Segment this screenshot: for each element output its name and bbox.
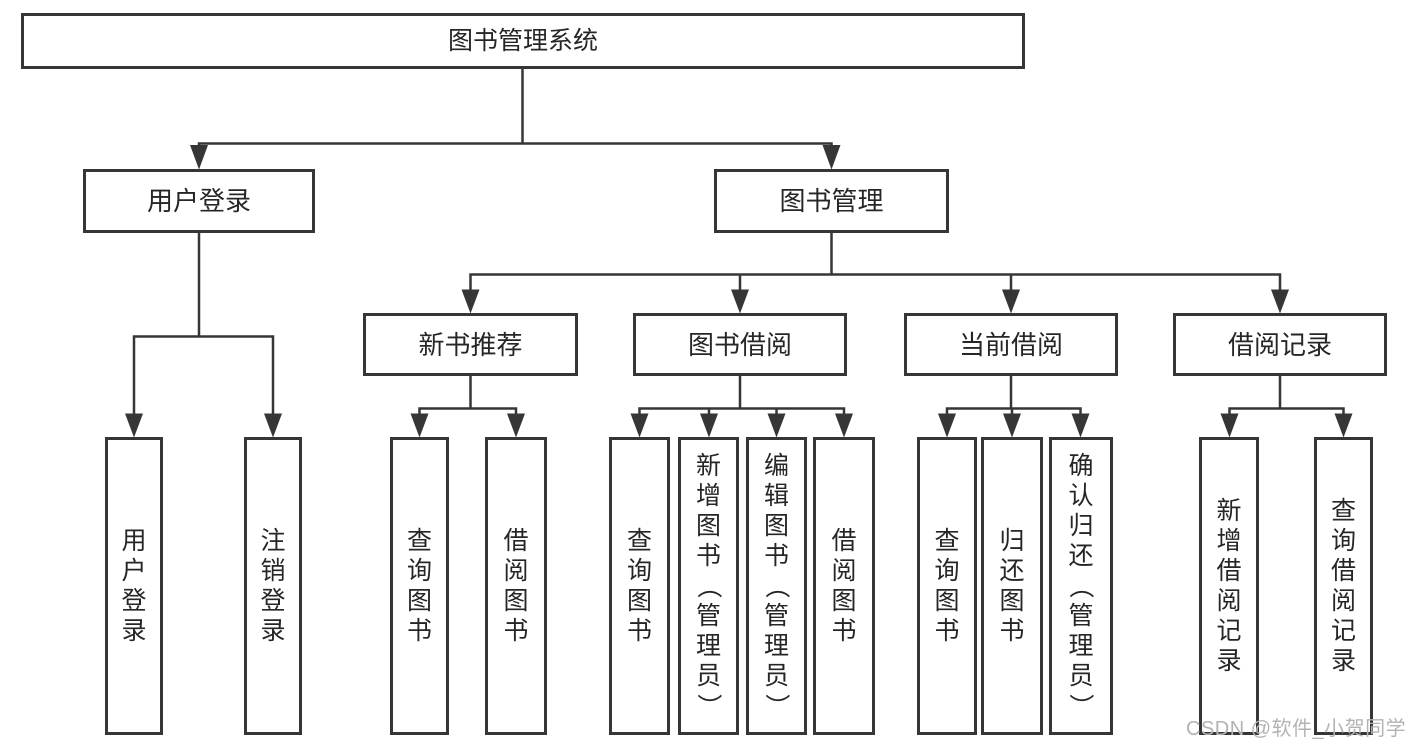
leaf-label: 查询图书: [934, 527, 960, 645]
leaf-label: 查询借阅记录: [1330, 497, 1356, 675]
leaf-label: 新增借阅记录: [1216, 497, 1242, 675]
arrowheads: [125, 145, 1353, 438]
leaf-query-books-borrowing: 查询图书: [609, 437, 670, 735]
node-label: 图书管理系统: [447, 26, 598, 55]
leaf-label: 归还图书: [999, 527, 1025, 645]
leaf-label: 查询图书: [626, 527, 652, 645]
node-user-login: 用户登录: [83, 169, 315, 233]
leaf-borrow-books-recommend: 借阅图书: [485, 437, 547, 735]
leaf-query-books-recommend: 查询图书: [390, 437, 449, 735]
leaf-add-book-admin: 新增图书（管理员）: [678, 437, 739, 735]
leaf-label: 确认归还（管理员）: [1066, 452, 1095, 719]
node-library-management-system: 图书管理系统: [21, 13, 1025, 69]
leaf-query-borrow-record: 查询借阅记录: [1314, 437, 1373, 735]
node-label: 图书借阅: [687, 329, 792, 360]
node-label: 图书管理: [779, 186, 884, 216]
node-current-borrowing: 当前借阅: [904, 313, 1118, 376]
leaf-confirm-return-admin: 确认归还（管理员）: [1049, 437, 1113, 735]
leaf-borrow-books-borrowing: 借阅图书: [813, 437, 875, 735]
node-label: 借阅记录: [1227, 329, 1332, 360]
leaf-label: 注销登录: [260, 527, 286, 645]
leaf-label: 新增图书（管理员）: [694, 452, 723, 719]
leaf-label: 借阅图书: [503, 527, 529, 645]
leaf-logout: 注销登录: [244, 437, 302, 735]
leaf-label: 编辑图书（管理员）: [762, 452, 791, 719]
csdn-watermark: CSDN @软件_小贺同学: [1186, 718, 1405, 740]
node-new-book-recommendation: 新书推荐: [363, 313, 578, 376]
node-label: 新书推荐: [418, 329, 523, 360]
node-borrowing-records: 借阅记录: [1173, 313, 1387, 376]
leaf-user-login: 用户登录: [105, 437, 163, 735]
leaf-query-books-current: 查询图书: [917, 437, 977, 735]
leaf-label: 用户登录: [121, 527, 147, 645]
leaf-edit-book-admin: 编辑图书（管理员）: [746, 437, 807, 735]
node-book-borrowing: 图书借阅: [633, 313, 847, 376]
leaf-label: 查询图书: [406, 527, 432, 645]
leaf-label: 借阅图书: [831, 527, 857, 645]
node-label: 当前借阅: [958, 329, 1063, 360]
node-label: 用户登录: [146, 186, 251, 216]
node-book-management: 图书管理: [714, 169, 949, 233]
leaf-add-borrow-record: 新增借阅记录: [1199, 437, 1259, 735]
leaf-return-books: 归还图书: [981, 437, 1043, 735]
